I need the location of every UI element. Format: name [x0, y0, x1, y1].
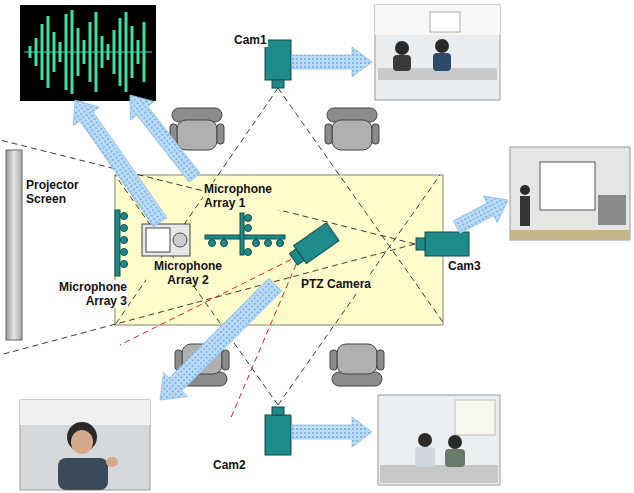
device-label: Cam2 [212, 458, 247, 472]
microphone-array [205, 213, 285, 256]
microphone-array [115, 210, 128, 276]
camera-view-photo [510, 147, 630, 240]
device-label: Microphone Array 3 [44, 280, 128, 308]
audio-waveform [20, 5, 156, 101]
device-label: Microphone Array 1 [203, 182, 287, 210]
chair [170, 108, 224, 150]
ptz-view-lines [120, 255, 300, 420]
device-label: Cam1 [233, 33, 268, 47]
device-label: PTZ Camera [300, 277, 372, 291]
camera-view-photo [375, 5, 500, 100]
device-label: Projector Screen [25, 178, 93, 206]
camera-icon [265, 40, 291, 88]
camera-view-photo [20, 400, 150, 490]
chair [325, 108, 379, 150]
camera-view-photo [378, 395, 500, 485]
ptz-camera [287, 223, 339, 269]
projector-screen [6, 150, 22, 340]
device-label: Microphone Array 2 [146, 259, 230, 287]
projector-device [142, 224, 190, 256]
camera-icon [416, 232, 469, 256]
camera-icon [265, 407, 291, 455]
chair [330, 344, 384, 386]
data-flow-arrow [62, 47, 515, 447]
view-lines [0, 88, 445, 405]
device-label: Cam3 [447, 259, 482, 273]
